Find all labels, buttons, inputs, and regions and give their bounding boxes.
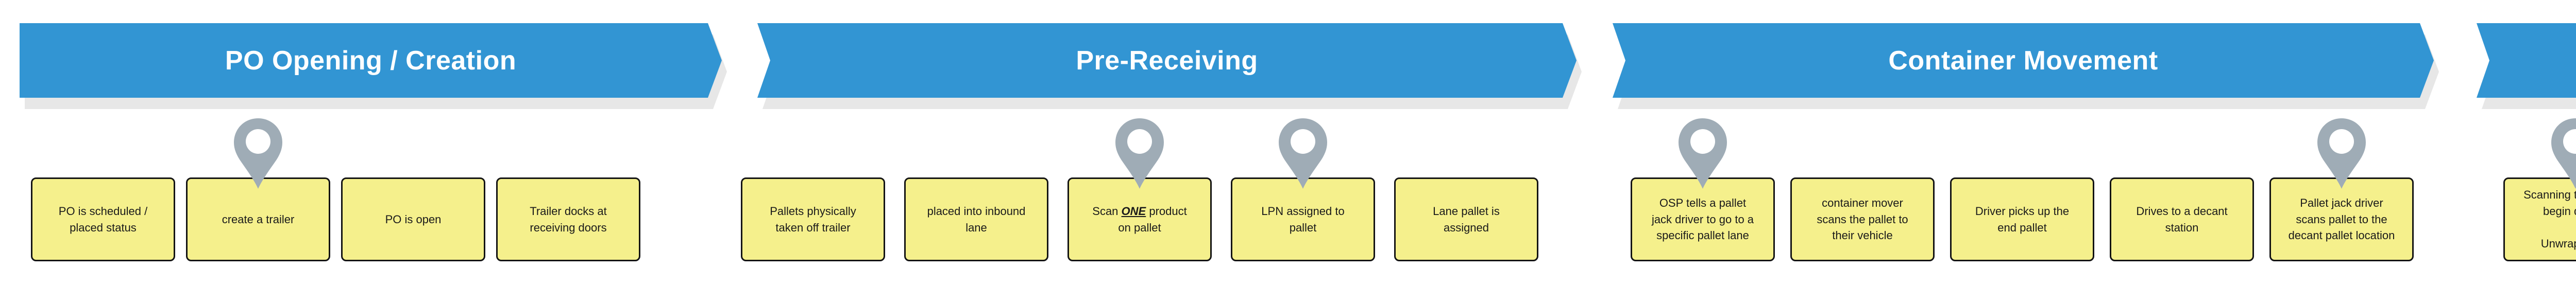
note-text: OSP tells a pallet jack driver to go to …	[1651, 196, 1754, 242]
stage-banner-pre-receiving: Pre-Receiving	[757, 23, 1577, 98]
note-text: Trailer docks at receiving doors	[530, 204, 607, 234]
sticky-note: OSP tells a pallet jack driver to go to …	[1631, 118, 1775, 261]
sticky-note: Drives to a decant station	[2110, 177, 2254, 261]
sticky-note: Scanning the LPN to begin decant Unwrap …	[2503, 118, 2576, 261]
sticky-note: LPN assigned to pallet	[1231, 118, 1375, 261]
sticky-note: PO is open	[341, 177, 485, 261]
note-text: Driver picks up the end pallet	[1975, 204, 2070, 234]
note-text: container mover scans the pallet to thei…	[1817, 196, 1908, 242]
sticky-note: Lane pallet is assigned	[1394, 177, 1538, 261]
location-pin-icon	[1115, 118, 1164, 189]
sticky-note: Scan ONE product on pallet	[1067, 118, 1212, 261]
sticky-note: create a trailer	[186, 118, 330, 261]
note-text: create a trailer	[222, 212, 295, 226]
sticky-note: PO is scheduled / placed status	[31, 177, 175, 261]
note-text: placed into inbound lane	[927, 204, 1026, 234]
note-text: Lane pallet is assigned	[1433, 204, 1500, 234]
note-text: Pallets physically taken off trailer	[770, 204, 856, 234]
location-pin-icon	[2317, 118, 2366, 189]
banner-title: Container Movement	[1888, 45, 2158, 76]
stage-banner-container-movement: Container Movement	[1613, 23, 2434, 98]
note-text: Scanning the LPN to begin decant Unwrap …	[2523, 188, 2576, 251]
location-pin-icon	[234, 118, 282, 189]
note-text: Scan ONE product on pallet	[1092, 204, 1187, 234]
banner-title: PO Opening / Creation	[225, 45, 517, 76]
stage-banner-po-opening: PO Opening / Creation	[20, 23, 722, 98]
banner-title: Pre-Receiving	[1076, 45, 1258, 76]
note-text: Pallet jack driver scans pallet to the d…	[2288, 196, 2395, 242]
location-pin-icon	[2551, 118, 2576, 189]
note-text: Drives to a decant station	[2136, 204, 2228, 234]
sticky-note: placed into inbound lane	[904, 177, 1048, 261]
location-pin-icon	[1679, 118, 1727, 189]
sticky-note: Trailer docks at receiving doors	[496, 177, 640, 261]
sticky-note: Driver picks up the end pallet	[1950, 177, 2094, 261]
sticky-note: container mover scans the pallet to thei…	[1790, 177, 1935, 261]
note-text: PO is open	[385, 212, 442, 226]
sticky-note: Pallet jack driver scans pallet to the d…	[2269, 118, 2414, 261]
note-text: PO is scheduled / placed status	[58, 204, 148, 234]
stage-banner-decant: Decant	[2477, 23, 2576, 98]
note-text: LPN assigned to pallet	[1261, 204, 1345, 234]
sticky-note: Pallets physically taken off trailer	[741, 177, 885, 261]
location-pin-icon	[1279, 118, 1327, 189]
